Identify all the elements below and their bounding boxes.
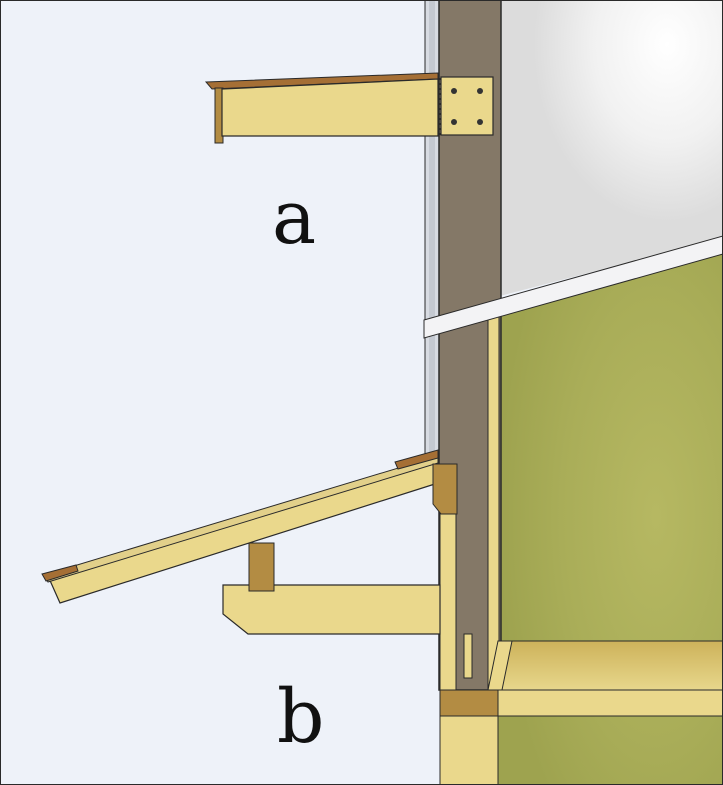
beam-a-bracket-plate: [440, 76, 494, 136]
bolt-icon: [451, 88, 457, 94]
rafter-post-block: [432, 463, 458, 515]
bolt-icon: [477, 119, 483, 125]
vertical-stud: [487, 315, 500, 691]
roof-flashing-board: [423, 235, 723, 339]
joist-block: [248, 542, 275, 592]
floor-ledger: [497, 640, 723, 691]
rafter-top-cap: [394, 449, 439, 470]
bolt-icon: [451, 119, 457, 125]
wall-flashing-inner: [429, 0, 435, 455]
label-a: a: [272, 175, 316, 261]
detail-b-rafter-assembly: [41, 449, 458, 785]
post-slot: [463, 633, 473, 679]
horizontal-joist: [222, 584, 441, 635]
beam-a-body: [221, 78, 439, 137]
bolt-icon: [477, 88, 483, 94]
detail-a-beam-assembly: [204, 72, 494, 144]
lower-post: [439, 715, 499, 785]
rafter-eave-cap: [41, 564, 79, 582]
sill-block: [439, 689, 499, 717]
sky-region: [500, 0, 723, 296]
label-b: b: [277, 674, 324, 760]
